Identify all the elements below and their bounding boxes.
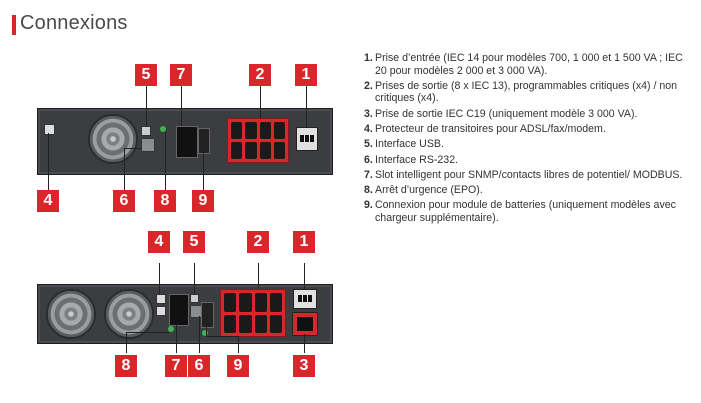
outlet-block: [227, 118, 289, 163]
callout-6: 6: [113, 190, 135, 212]
connection-legend: 1.Prise d’entrée (IEC 14 pour modèles 70…: [364, 52, 684, 227]
callout-4: 4: [37, 190, 59, 212]
page-title: Connexions: [20, 12, 128, 34]
battery-connector-icon: [201, 302, 214, 328]
epo-connector-icon: [160, 126, 166, 132]
ethernet-port-icon: [156, 306, 166, 316]
power-inlet-icon: [296, 127, 318, 151]
callout-2: 2: [249, 64, 271, 86]
callout-2: 2: [247, 231, 269, 253]
outlet-icon: [254, 314, 267, 333]
callout-7: 7: [165, 355, 187, 377]
legend-item: 2.Prises de sortie (8 x IEC 13), program…: [364, 79, 678, 105]
callout-5: 5: [135, 64, 157, 86]
callout-6: 6: [188, 355, 210, 377]
outlet-icon: [269, 293, 282, 312]
legend-item: 6.Interface RS-232.: [364, 153, 459, 166]
outlet-icon: [273, 142, 285, 159]
outlet-icon: [245, 122, 257, 139]
callout-9: 9: [227, 355, 249, 377]
outlet-icon: [224, 314, 237, 333]
outlet-icon: [231, 122, 243, 139]
legend-item: 4.Protecteur de transitoires pour ADSL/f…: [364, 123, 606, 136]
legend-item: 9.Connexion pour module de batteries (un…: [364, 199, 676, 225]
legend-item: 5.Interface USB.: [364, 138, 444, 151]
callout-3: 3: [293, 355, 315, 377]
outlet-icon: [231, 142, 243, 159]
epo-connector-icon: [168, 326, 174, 332]
legend-item: 1.Prise d’entrée (IEC 14 pour modèles 70…: [364, 52, 683, 77]
callout-1: 1: [295, 64, 317, 86]
callout-4: 4: [148, 231, 170, 253]
smart-slot-icon: [176, 126, 198, 158]
callout-9: 9: [192, 190, 214, 212]
legend-item: 8.Arrêt d’urgence (EPO).: [364, 184, 483, 197]
outlet-block: [220, 289, 286, 337]
outlet-icon: [224, 293, 237, 312]
smart-slot-icon: [169, 294, 189, 326]
usb-port-icon: [141, 126, 151, 136]
outlet-icon: [269, 314, 282, 333]
outlet-icon: [259, 142, 271, 159]
outlet-icon: [273, 122, 285, 139]
outlet-icon: [245, 142, 257, 159]
outlet-icon: [239, 314, 252, 333]
power-inlet-icon: [293, 289, 317, 309]
fan-icon: [46, 289, 96, 339]
callout-8: 8: [115, 355, 137, 377]
fan-icon: [104, 289, 154, 339]
outlet-icon: [254, 293, 267, 312]
legend-item: 3.Prise de sortie IEC C19 (uniquement mo…: [364, 107, 638, 120]
title-accent-bar: [12, 15, 16, 35]
callout-8: 8: [154, 190, 176, 212]
rs232-port-icon: [141, 138, 155, 152]
outlet-icon: [259, 122, 271, 139]
callout-7: 7: [170, 64, 192, 86]
ethernet-port-icon: [156, 294, 166, 304]
c19-outlet-icon: [292, 312, 318, 336]
ethernet-port-icon: [44, 124, 55, 135]
status-led-icon: [202, 330, 208, 336]
outlet-icon: [239, 293, 252, 312]
fan-icon: [88, 114, 138, 164]
battery-connector-icon: [198, 128, 210, 154]
callout-1: 1: [293, 231, 315, 253]
callout-5: 5: [183, 231, 205, 253]
usb-port-icon: [190, 294, 199, 303]
legend-item: 7.Slot intelligent pour SNMP/contacts li…: [364, 168, 683, 181]
